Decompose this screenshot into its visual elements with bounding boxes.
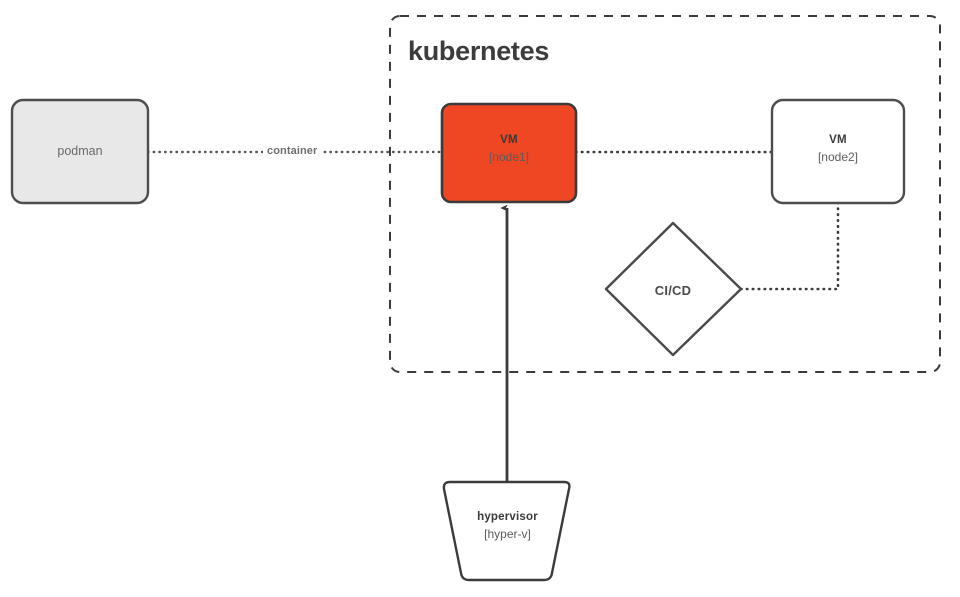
node-vm-node1[interactable] — [440, 102, 578, 204]
node-cicd[interactable] — [604, 221, 743, 357]
node-vm-node2[interactable] — [770, 98, 906, 205]
kubernetes-group-boundary — [389, 15, 941, 373]
edge-label-container: container — [263, 145, 322, 157]
node-podman[interactable] — [10, 98, 150, 205]
node-hypervisor[interactable] — [442, 480, 571, 582]
edge-cicd-to-node2 — [739, 201, 840, 291]
kubernetes-group-title: kubernetes — [408, 36, 550, 66]
